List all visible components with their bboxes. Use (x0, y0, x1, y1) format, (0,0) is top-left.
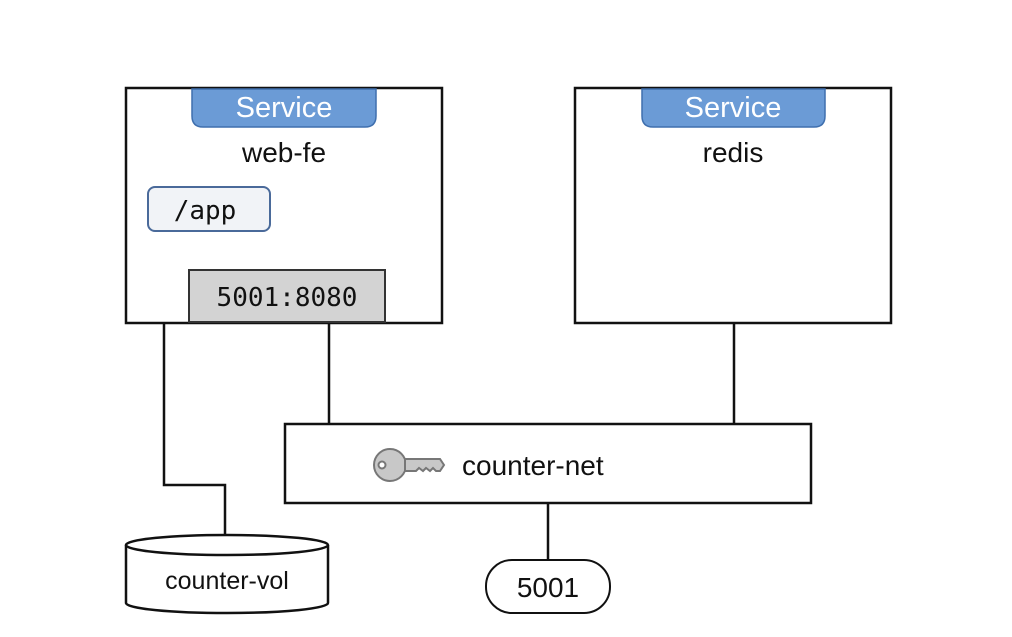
service-tag-label: Service (236, 92, 333, 124)
published-port[interactable]: 5001 (485, 559, 611, 614)
service-name: redis (703, 137, 764, 168)
service-web-fe[interactable]: Service web-fe /app 5001:8080 (124, 86, 444, 325)
mount-point-app[interactable]: /app (147, 186, 271, 232)
volume-cylinder-body (124, 545, 330, 615)
network-counter-net[interactable]: counter-net (283, 422, 813, 505)
port-mapping[interactable]: 5001:8080 (188, 269, 386, 323)
mount-volume-link (162, 230, 227, 536)
network-box (283, 422, 813, 505)
service-name: web-fe (241, 137, 326, 168)
volume-name: counter-vol (165, 567, 289, 595)
service-tag-label: Service (685, 92, 782, 124)
published-port-label: 5001 (517, 572, 579, 603)
connectors (162, 230, 736, 560)
service-tag (191, 88, 377, 128)
mount-path: /app (174, 196, 237, 226)
volume-counter-vol[interactable]: counter-vol (124, 533, 330, 615)
published-port-pill (485, 559, 611, 614)
network-name: counter-net (462, 450, 604, 481)
volume-cylinder-top (124, 533, 330, 557)
service-redis[interactable]: Service redis (573, 86, 893, 325)
mount-box (147, 186, 271, 232)
service-tag (641, 88, 826, 128)
key-icon (373, 448, 446, 482)
port-mapping-label: 5001:8080 (217, 283, 358, 313)
port-mapping-box (188, 269, 386, 323)
